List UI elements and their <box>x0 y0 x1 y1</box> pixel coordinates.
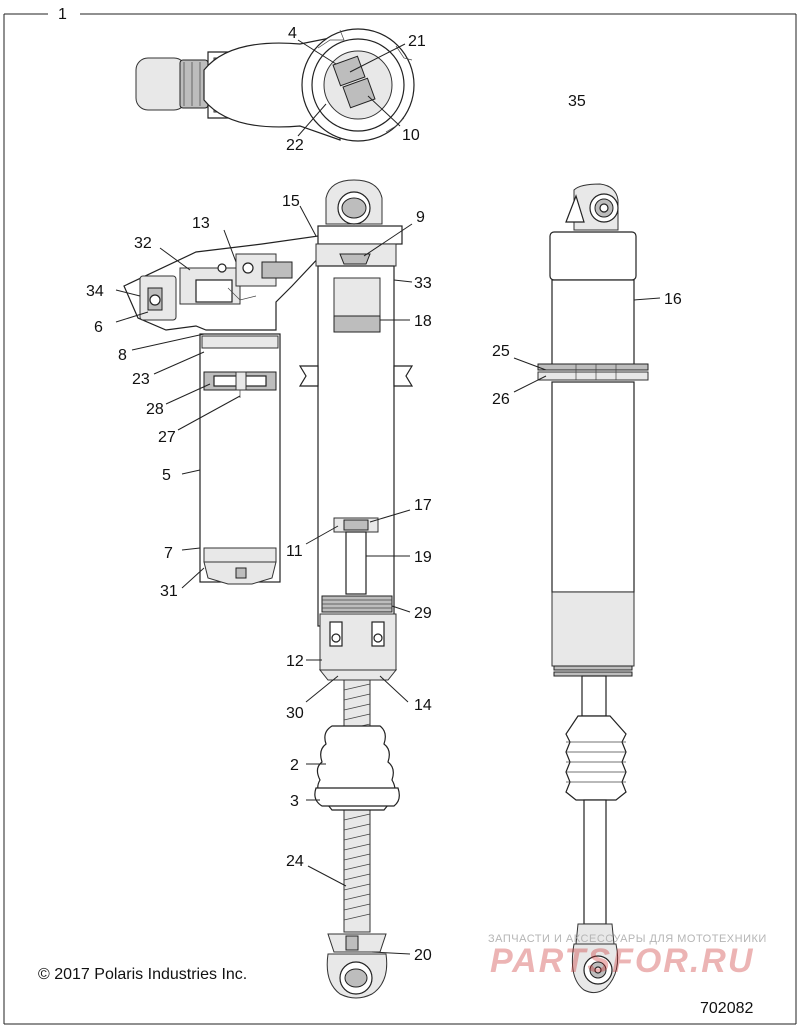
callout-33: 33 <box>414 275 432 292</box>
assembled-shock <box>537 183 649 994</box>
callout-21: 21 <box>408 33 426 50</box>
callout-11: 11 <box>286 543 303 560</box>
callout-18: 18 <box>414 313 432 330</box>
callout-5: 5 <box>162 467 171 484</box>
callout-6: 6 <box>94 319 103 336</box>
callout-30: 30 <box>286 705 304 722</box>
leader-lines-assembled <box>513 297 661 393</box>
callout-14: 14 <box>414 697 432 714</box>
leader-lines-top <box>297 39 406 137</box>
callout-19: 19 <box>414 549 432 566</box>
callout-20: 20 <box>414 947 432 964</box>
callout-34: 34 <box>86 283 104 300</box>
callout-27: 27 <box>158 429 176 446</box>
callout-17: 17 <box>414 497 432 514</box>
reservoir-cap-detail <box>135 28 415 142</box>
callout-24: 24 <box>286 853 304 870</box>
callout-7: 7 <box>164 545 173 562</box>
reservoir-body <box>123 235 325 585</box>
callout-29: 29 <box>414 605 432 622</box>
callout-15: 15 <box>282 193 300 210</box>
leader-lines-reservoir <box>115 205 317 589</box>
copyright-text: © 2017 Polaris Industries Inc. <box>38 966 248 983</box>
figure-id: 702082 <box>700 1000 754 1017</box>
callout-31: 31 <box>160 583 178 600</box>
watermark-brand: PARTSFOR.RU <box>490 942 755 980</box>
callout-10: 10 <box>402 127 420 144</box>
diagram-frame <box>3 13 797 1025</box>
callout-3: 3 <box>290 793 299 810</box>
callout-25: 25 <box>492 343 510 360</box>
callout-12: 12 <box>286 653 304 670</box>
callout-26: 26 <box>492 391 510 408</box>
callout-4: 4 <box>288 25 297 42</box>
callout-35: 35 <box>568 93 586 110</box>
callout-32: 32 <box>134 235 152 252</box>
callout-8: 8 <box>118 347 127 364</box>
item-number-label: 1 <box>58 6 67 23</box>
callout-labels: 4 21 10 22 35 15 9 13 32 34 6 33 18 16 8… <box>86 25 682 964</box>
callout-2: 2 <box>290 757 299 774</box>
watermark-caption: ЗАПЧАСТИ И АКСЕССУАРЫ ДЛЯ МОТОТЕХНИКИ <box>488 933 767 945</box>
callout-28: 28 <box>146 401 164 418</box>
callout-23: 23 <box>132 371 150 388</box>
leader-lines-main <box>305 223 413 955</box>
main-shock-body <box>298 179 414 999</box>
callout-13: 13 <box>192 215 210 232</box>
callout-16: 16 <box>664 291 682 308</box>
callout-9: 9 <box>416 209 425 226</box>
callout-22: 22 <box>286 137 304 154</box>
